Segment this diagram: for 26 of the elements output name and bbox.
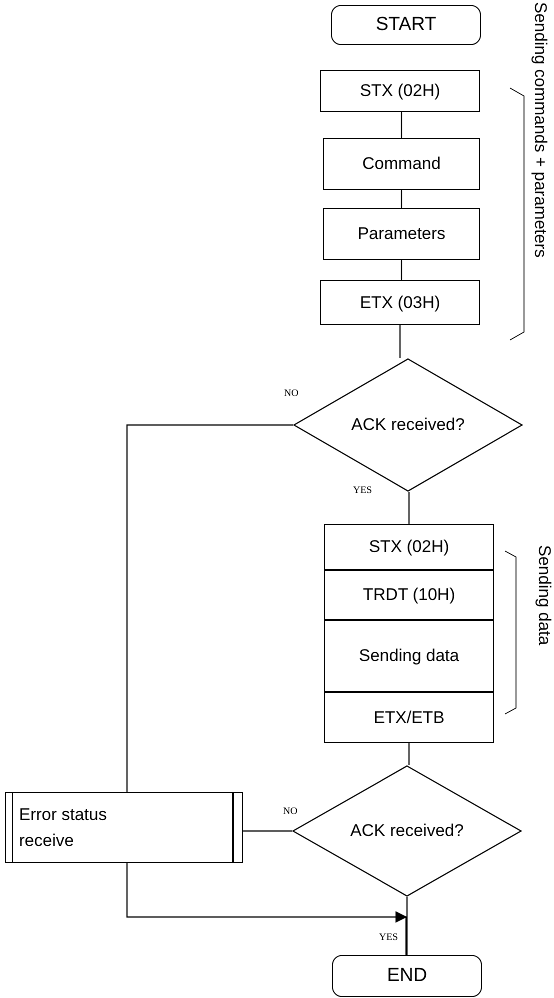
process-box xyxy=(324,692,494,743)
terminal-box xyxy=(332,955,482,997)
node-text: STX (02H) xyxy=(360,81,440,101)
node-text: TRDT (10H) xyxy=(362,585,456,605)
node-text: START xyxy=(376,14,436,36)
node-text: Parameters xyxy=(358,224,446,244)
node-text: ETX/ETB xyxy=(374,708,444,728)
node-text: Sending data xyxy=(358,646,460,666)
process-box xyxy=(324,620,494,692)
node-text: Error status receive xyxy=(19,804,108,852)
node-text: STX (02H) xyxy=(368,537,450,557)
node-text: ETX (03H) xyxy=(360,292,440,312)
process-box xyxy=(324,524,494,570)
process-box xyxy=(324,570,494,620)
process-box xyxy=(320,280,480,325)
process-box xyxy=(320,70,480,112)
node-text: ACK received? xyxy=(351,415,465,435)
terminal-box xyxy=(331,5,481,45)
bracket-label: Sending data xyxy=(534,545,554,646)
node-text: Command xyxy=(362,154,441,174)
predefined-process-box xyxy=(5,792,243,863)
node-text: ACK received? xyxy=(350,821,464,841)
process-box xyxy=(323,138,480,190)
node-text: END xyxy=(386,965,428,987)
bracket-label: Sending commands + parameters xyxy=(530,2,550,258)
process-box xyxy=(323,208,480,260)
